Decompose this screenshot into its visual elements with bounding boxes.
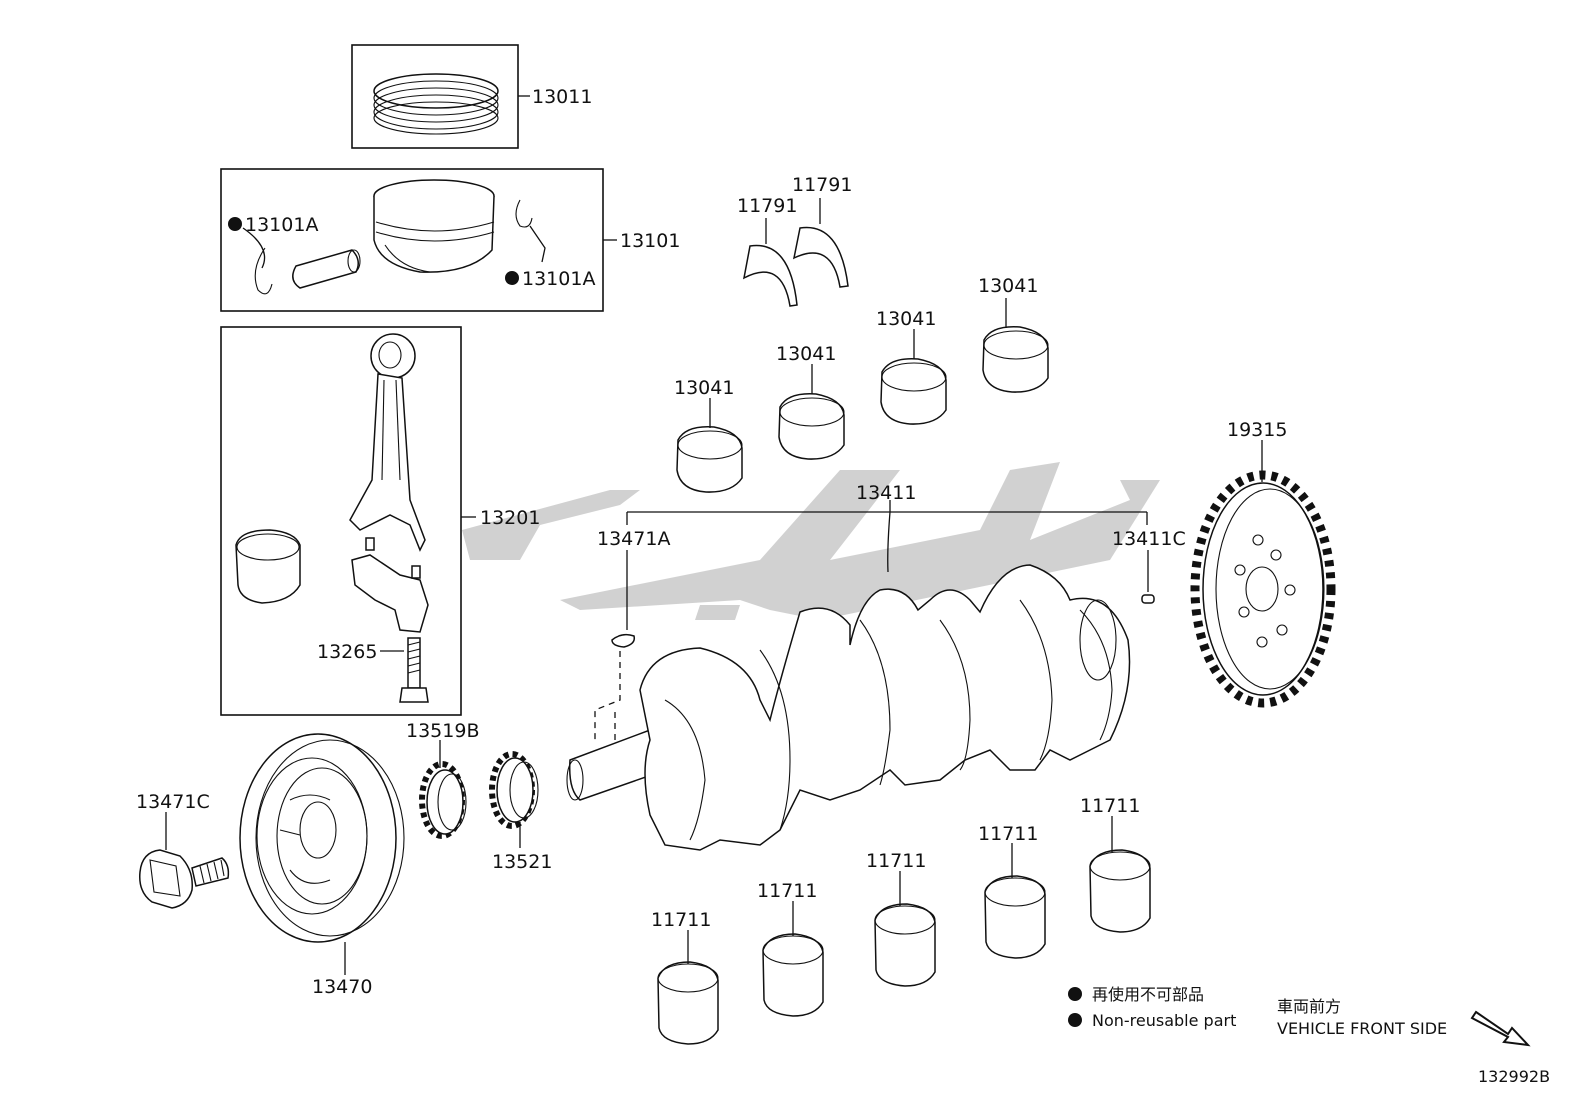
label-11711-b[interactable]: 11711 (757, 880, 817, 902)
label-13041-c[interactable]: 13041 (876, 308, 936, 330)
label-11711-a[interactable]: 11711 (651, 909, 711, 931)
piston-assembly[interactable] (220, 168, 617, 312)
connecting-rod-assembly[interactable] (220, 326, 476, 716)
pin-13411C[interactable] (1141, 550, 1155, 604)
main-bearing-5[interactable] (1089, 816, 1151, 933)
label-13041-a[interactable]: 13041 (674, 377, 734, 399)
label-13101A-right[interactable]: 13101A (522, 268, 595, 290)
label-13101A-left[interactable]: 13101A (245, 214, 318, 236)
main-bearing-2[interactable] (762, 901, 824, 1017)
label-13471C[interactable]: 13471C (136, 791, 210, 813)
crankshaft-pulley[interactable] (239, 733, 405, 975)
diagram-id: 132992B (1478, 1067, 1550, 1086)
vehicle-front-indicator: 車両前方 VEHICLE FRONT SIDE (1277, 997, 1531, 1047)
label-13041-d[interactable]: 13041 (978, 275, 1038, 297)
legend: 再使用不可部品 Non-reusable part (1068, 985, 1236, 1030)
direction-text-jp: 車両前方 (1277, 997, 1341, 1016)
con-rod-bearing-4[interactable] (982, 298, 1049, 393)
label-13041-b[interactable]: 13041 (776, 343, 836, 365)
crankshaft-timing-gear-13519B[interactable] (419, 740, 467, 839)
label-11791-b[interactable]: 11791 (792, 174, 852, 196)
label-13101[interactable]: 13101 (620, 230, 680, 252)
legend-bullet-jp (1068, 987, 1082, 1001)
label-19315[interactable]: 19315 (1227, 419, 1287, 441)
label-11711-d[interactable]: 11711 (978, 823, 1038, 845)
label-13411[interactable]: 13411 (856, 482, 916, 504)
crankshaft-gear-13521[interactable] (489, 751, 539, 848)
non-reusable-mark-right (505, 271, 519, 285)
label-13521[interactable]: 13521 (492, 851, 552, 873)
label-13265[interactable]: 13265 (317, 641, 377, 663)
label-13470[interactable]: 13470 (312, 976, 372, 998)
con-rod-bearing-3[interactable] (880, 329, 947, 425)
label-11711-e[interactable]: 11711 (1080, 795, 1140, 817)
non-reusable-mark-left (228, 217, 242, 231)
pulley-bolt-13471C[interactable] (139, 812, 230, 909)
label-13201[interactable]: 13201 (480, 507, 540, 529)
legend-text-jp: 再使用不可部品 (1092, 985, 1204, 1004)
arrow-down-right-icon (1470, 1010, 1531, 1047)
label-13519B[interactable]: 13519B (406, 720, 479, 742)
con-rod-bearing-1[interactable] (676, 398, 743, 493)
label-13411C[interactable]: 13411C (1112, 528, 1186, 550)
label-11791-a[interactable]: 11791 (737, 195, 797, 217)
legend-bullet-en (1068, 1013, 1082, 1027)
label-13471A[interactable]: 13471A (597, 528, 670, 550)
pin-13471A[interactable] (611, 550, 636, 648)
con-rod-bearing-2[interactable] (778, 364, 845, 460)
label-13011[interactable]: 13011 (532, 86, 592, 108)
label-11711-c[interactable]: 11711 (866, 850, 926, 872)
main-bearing-3[interactable] (874, 871, 936, 987)
direction-text-en: VEHICLE FRONT SIDE (1277, 1019, 1447, 1038)
main-bearing-1[interactable] (657, 930, 719, 1045)
main-bearing-4[interactable] (984, 843, 1046, 959)
crankshaft[interactable] (566, 500, 1148, 851)
crankshaft-timing-rotor[interactable] (1190, 440, 1336, 708)
piston-ring-set[interactable] (351, 44, 530, 149)
legend-text-en: Non-reusable part (1092, 1011, 1236, 1030)
thrust-washer-pair[interactable] (742, 198, 849, 307)
